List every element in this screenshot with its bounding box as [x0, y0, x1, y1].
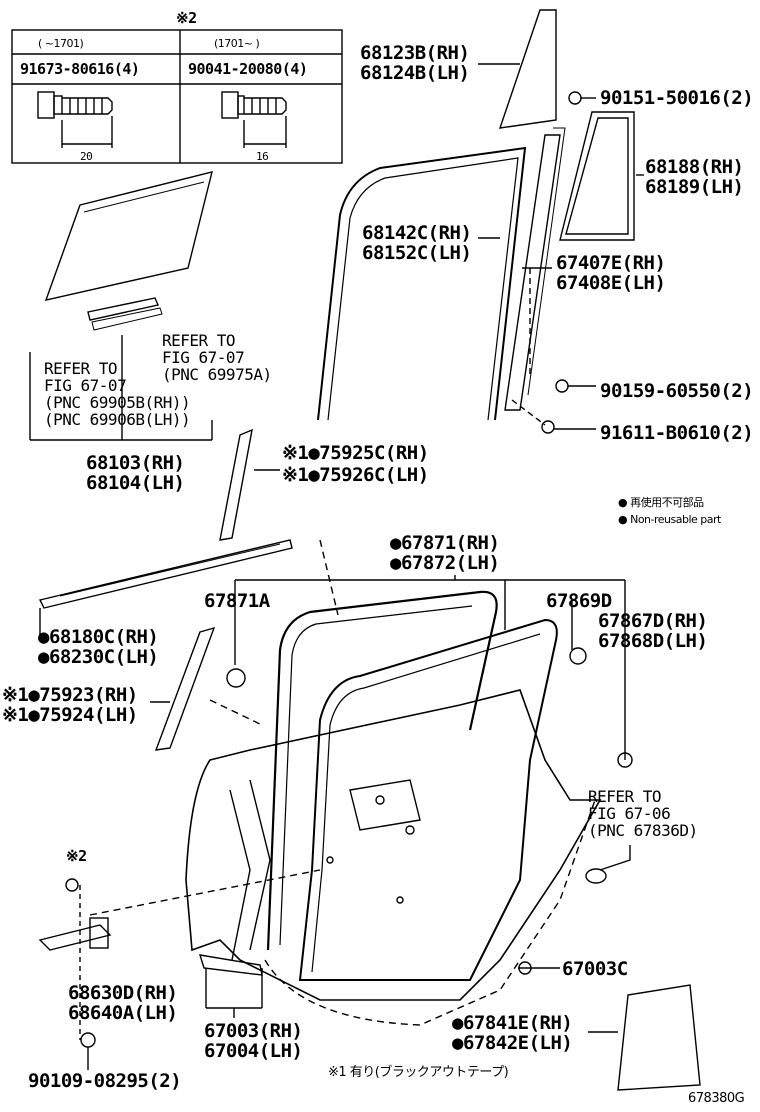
part-number: ※1●75925C(RH) — [282, 442, 429, 464]
part-number: 68189(LH) — [645, 176, 744, 198]
reference-note: (PNC 69905B(RH)) — [44, 393, 191, 412]
part-number: 68104(LH) — [86, 472, 185, 494]
inset-box-frame — [11, 29, 343, 164]
plug-icon — [518, 961, 532, 975]
part-number: ※1●75923(RH) — [2, 684, 138, 706]
dimension-label: 16 — [256, 150, 269, 163]
part-number: ●67841E(RH) — [452, 1012, 573, 1034]
figure-id: 678380G — [688, 1091, 745, 1106]
part-number: 67871A — [204, 590, 270, 612]
bolt-icon — [65, 878, 79, 892]
part-number: 67867D(RH) — [598, 610, 708, 632]
part-number: ●67871(RH) — [390, 532, 500, 554]
inset-col1-range: ( ~1701) — [38, 37, 84, 50]
part-number: 67869D — [546, 590, 612, 612]
quarter-window-glass — [559, 111, 635, 241]
reference-note: (PNC 69906B(LH)) — [44, 410, 191, 429]
reference-note: FIG 67-06 — [588, 804, 671, 823]
window-frame-moulding — [498, 9, 557, 129]
part-number: 68152C(LH) — [362, 242, 472, 264]
reference-note: (PNC 67836D) — [588, 821, 698, 840]
blackout-tape-upper — [219, 428, 253, 541]
service-hole-cover — [617, 984, 701, 1091]
part-number: 67408E(LH) — [556, 272, 666, 294]
door-glass — [44, 171, 213, 301]
bolt-icon — [221, 91, 287, 148]
door-check — [38, 924, 112, 951]
part-number: 68630D(RH) — [68, 982, 178, 1004]
part-number: 67407E(RH) — [556, 252, 666, 274]
reference-note: FIG 67-07 — [44, 376, 127, 395]
part-number: 68142C(RH) — [362, 222, 472, 244]
reference-note: REFER TO — [44, 359, 118, 378]
glass-run-channel — [87, 297, 159, 321]
bolt-icon — [37, 91, 113, 148]
division-bar — [504, 134, 561, 411]
part-number: 90159-60550(2) — [600, 380, 754, 402]
reference-note: (PNC 69975A) — [162, 365, 272, 384]
bolt-icon — [80, 1032, 96, 1048]
dimension-label: 20 — [80, 150, 93, 163]
legend-japanese: ● 再使用不可部品 — [618, 496, 704, 509]
part-number: ※1●75924(LH) — [2, 704, 138, 726]
clip-icon — [617, 752, 633, 768]
marker-note: ※2 — [66, 847, 87, 865]
footnote: ※1 有り(ブラックアウトテープ) — [328, 1065, 509, 1080]
part-number: ※1●75926C(LH) — [282, 464, 429, 486]
glass-run-weatherstrip — [317, 146, 527, 421]
part-number: 68640A(LH) — [68, 1002, 178, 1024]
reference-note: REFER TO — [588, 787, 662, 806]
part-number: ●68230C(LH) — [38, 646, 159, 668]
inset-col2-range: (1701~ ) — [214, 37, 260, 50]
part-number: 68103(RH) — [86, 452, 185, 474]
part-number: 91673-80616(4) — [20, 60, 140, 78]
inset-marker: ※2 — [176, 9, 197, 27]
part-number: 67004(LH) — [204, 1040, 303, 1062]
part-number: ●67842E(LH) — [452, 1032, 573, 1054]
clip-icon — [569, 647, 587, 665]
reference-note: FIG 67-07 — [162, 348, 245, 367]
door-opening-weatherstrip — [298, 618, 558, 981]
part-number: ●67872(LH) — [390, 552, 500, 574]
belt-moulding — [38, 539, 293, 609]
legend-english: ● Non-reusable part — [618, 513, 721, 526]
door-hinge — [198, 954, 263, 976]
part-number: ●68180C(RH) — [38, 626, 159, 648]
part-number: 68188(RH) — [645, 156, 744, 178]
reference-note: REFER TO — [162, 331, 236, 350]
part-number: 91611-B0610(2) — [600, 422, 754, 444]
part-number: 67003C — [562, 958, 628, 980]
door-weatherstrip — [266, 590, 498, 951]
clip-icon — [226, 668, 246, 688]
part-number: 68123B(RH) — [360, 42, 470, 64]
blackout-tape-lower — [154, 626, 216, 751]
clip-icon — [585, 868, 607, 884]
part-number: 68124B(LH) — [360, 62, 470, 84]
rear-door-panel — [185, 689, 602, 1001]
part-number: 67003(RH) — [204, 1020, 303, 1042]
part-number: 90109-08295(2) — [28, 1070, 182, 1092]
part-number: 90041-20080(4) — [188, 60, 308, 78]
part-number: 90151-50016(2) — [600, 87, 754, 109]
part-number: 67868D(LH) — [598, 630, 708, 652]
